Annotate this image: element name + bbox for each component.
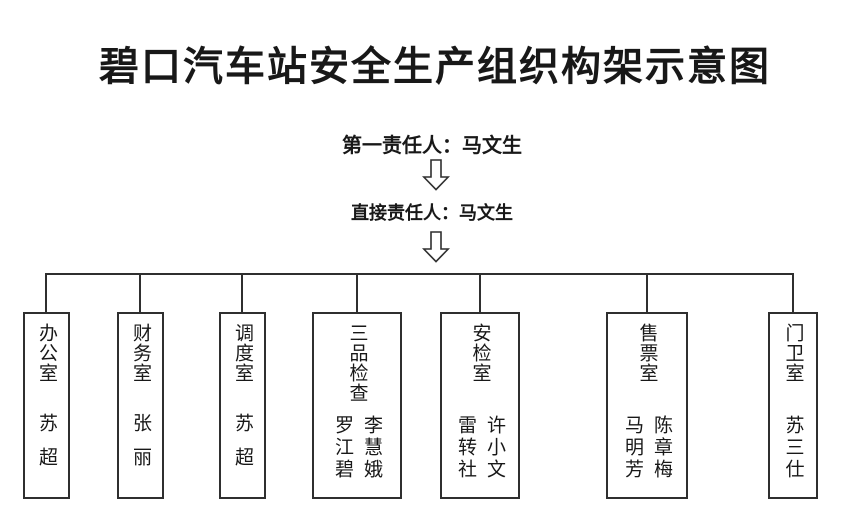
dept-box-ticketing: 售票室 马明芳 陈章梅 [606,312,688,499]
dept-box-three-item-inspection: 三品检查 罗江碧 李慧娥 [312,312,402,499]
staff-names: 雷转社 许小文 [455,415,505,481]
page-title: 碧口汽车站安全生产组织构架示意图 [99,44,771,89]
down-arrow-icon [422,159,450,191]
connector-stub [356,273,358,313]
dept-box-gate-guard: 门卫室 苏三仕 [768,312,818,499]
dept-box-finance: 财务室 张丽 [117,312,164,499]
dept-name: 调度室 [232,323,253,383]
staff-names: 马明芳 陈章梅 [622,415,672,481]
dept-name: 三品检查 [346,323,368,403]
dept-box-office: 办公室 苏超 [23,312,70,499]
dept-name: 门卫室 [782,323,804,383]
staff-name: 苏超 [232,413,253,481]
staff-name: 雷转社 [455,415,476,481]
down-arrow-icon [422,231,450,263]
staff-name: 罗江碧 [332,415,353,481]
connector-stub [792,273,794,313]
staff-name: 张丽 [130,413,151,481]
staff-name: 苏超 [36,413,57,481]
staff-name: 马明芳 [622,415,643,481]
dept-name: 安检室 [469,323,491,383]
connector-stub [139,273,141,313]
dept-box-security-check: 安检室 雷转社 许小文 [440,312,520,499]
staff-name: 苏三仕 [782,415,804,481]
staff-name: 李慧娥 [361,415,382,481]
first-responsible-label: 第一责任人：马文生 [342,135,522,157]
connector-stub [646,273,648,313]
dept-name: 办公室 [36,323,57,383]
dept-box-dispatch: 调度室 苏超 [219,312,266,499]
connector-horizontal-line [46,273,794,275]
dept-name: 财务室 [130,323,151,383]
connector-stub [45,273,47,313]
connector-stub [241,273,243,313]
connector-stub [479,273,481,313]
staff-name: 许小文 [484,415,505,481]
staff-name: 陈章梅 [651,415,672,481]
staff-names: 罗江碧 李慧娥 [332,415,382,481]
direct-responsible-label: 直接责任人：马文生 [351,203,513,223]
dept-name: 售票室 [636,323,658,383]
